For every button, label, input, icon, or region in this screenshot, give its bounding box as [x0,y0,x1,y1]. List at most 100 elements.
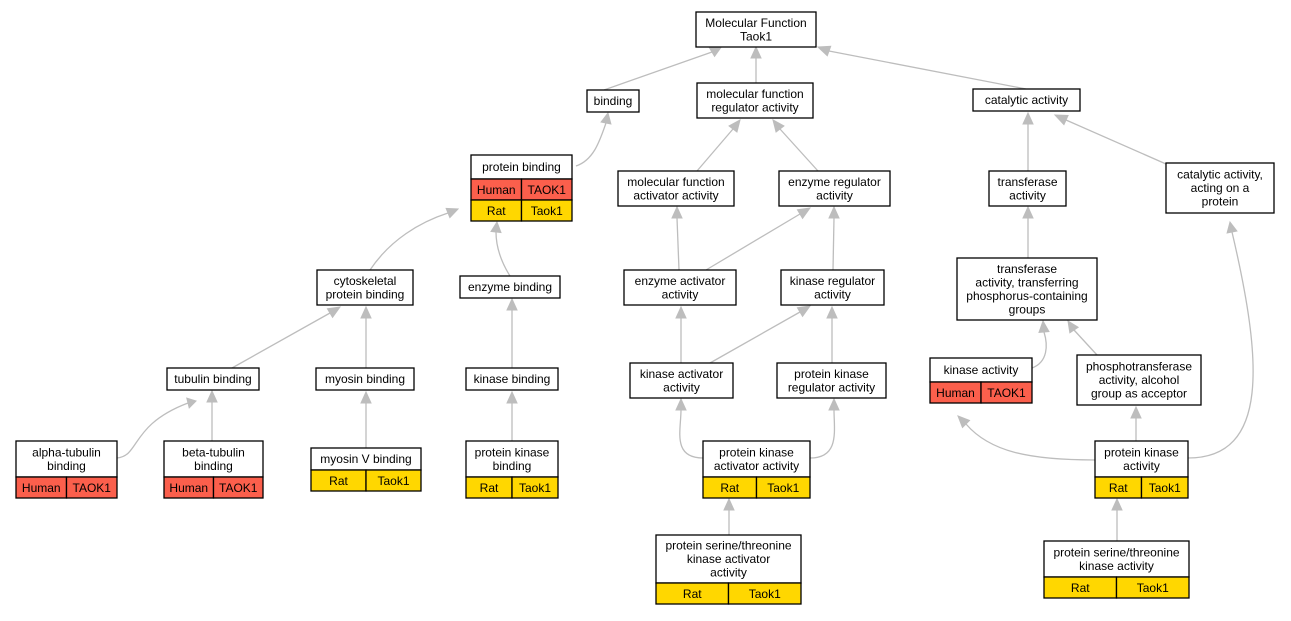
is-a-edge [575,122,607,167]
node-label-line: transferase [997,175,1057,189]
species-label: Rat [487,204,506,218]
node-label-line: activity [1009,188,1046,202]
go-term-node-mb[interactable]: myosin binding [315,367,415,391]
is-a-edge [603,51,713,91]
node-label-line: kinase activity [944,363,1019,377]
arrow-head [1053,114,1069,126]
gene-label: TAOK1 [528,183,567,197]
node-box [629,362,734,399]
node-label-line: kinase activity [1079,559,1154,573]
go-term-node-kb[interactable]: kinase binding [465,367,559,391]
gene-cell [1115,576,1190,599]
node-label-line: groups [1009,302,1046,316]
gene-cell [511,476,559,499]
node-label-line: phosphotransferase [1086,360,1192,374]
node-box [778,170,891,207]
species-label: Rat [720,481,739,495]
arrow-head [750,45,762,59]
go-term-node-binding[interactable]: binding [586,89,640,113]
node-box [988,170,1067,207]
node-label-line: activity, alcohol [1099,373,1179,387]
arrow-head [828,397,840,411]
node-box [15,440,118,478]
is-a-edge [832,217,835,271]
node-label-line: Taok1 [740,29,772,43]
arrow-head [186,397,197,409]
go-term-node-cat[interactable]: catalytic activity [972,88,1081,112]
arrow-head [206,389,218,403]
node-label-line: phosphorus-containing [966,289,1087,303]
gene-cell [212,476,264,499]
node-box [1076,354,1202,406]
node-label-line: alpha-tubulin [32,445,101,459]
arrow-head [1038,319,1050,334]
is-a-edge [1187,231,1254,459]
go-term-node-tb[interactable]: tubulin binding [166,367,260,391]
node-label-line: kinase regulator [790,274,875,288]
arrow-head [1022,205,1034,219]
node-label-line: myosin binding [325,372,405,386]
arrow-head [957,415,971,429]
species-label: Human [477,183,516,197]
node-label-line: acting on a [1191,181,1250,195]
node-label-line: protein [1202,195,1239,209]
arrow-head [360,390,372,404]
is-a-edge [705,213,801,271]
node-label-line: beta-tubulin [182,445,245,459]
is-a-edge [828,50,1027,90]
arrow-head [796,207,812,220]
gene-label: TAOK1 [987,386,1026,400]
node-label-line: group as acceptor [1091,387,1187,401]
node-label-line: activity [662,287,699,301]
arrow-head [723,497,735,511]
gene-label: Taok1 [531,204,563,218]
is-a-edge [1073,329,1098,356]
is-a-edge [696,128,734,172]
species-label: Human [936,386,975,400]
node-box [465,440,559,478]
arrow-head [1067,320,1080,334]
gene-cell [980,381,1033,404]
is-a-edge [369,212,449,271]
node-label-line: kinase binding [474,372,551,386]
arrow-head [675,397,687,411]
arrow-head [445,207,460,219]
species-label: Rat [329,474,348,488]
arrow-head [360,305,372,319]
species-label: Human [22,481,61,495]
go-term-node-eb[interactable]: enzyme binding [459,275,561,299]
node-label-line: protein kinase [475,445,550,459]
gene-cell [365,469,422,492]
node-label-line: catalytic activity [985,93,1068,107]
node-box [617,170,735,207]
node-label-line: enzyme binding [468,280,552,294]
arrow-head [1226,220,1238,234]
gene-cell [65,476,118,499]
gene-label: Taok1 [749,587,781,601]
arrow-head [728,119,741,133]
